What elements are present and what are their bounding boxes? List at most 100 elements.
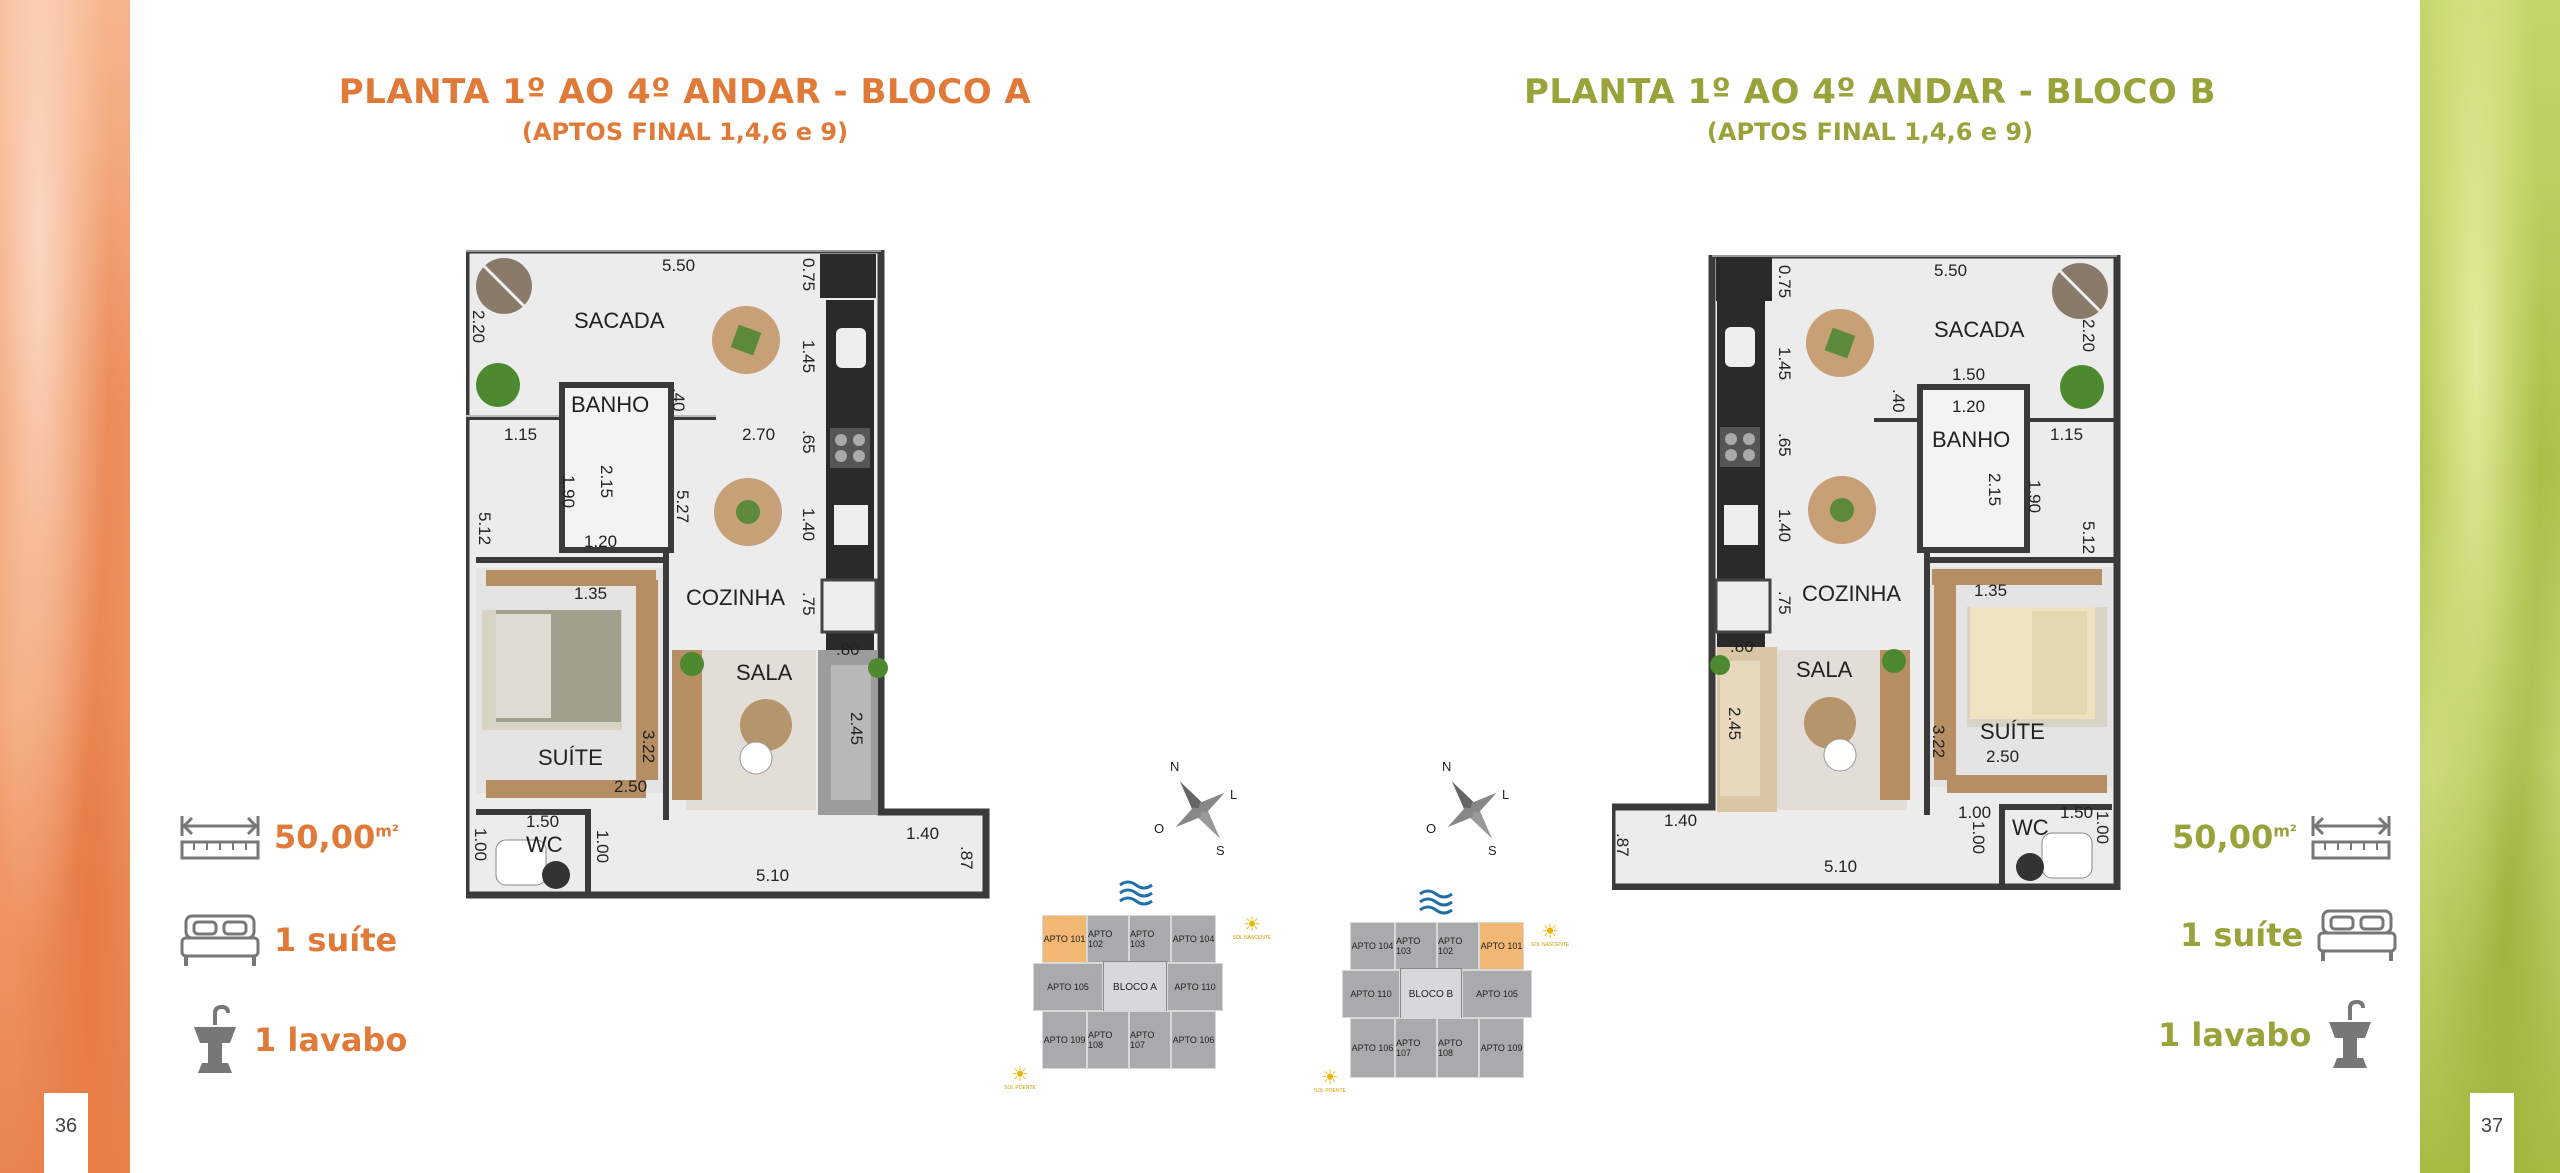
dim-label: 5.50 bbox=[1934, 261, 1968, 280]
apto-cell: APTO 107 bbox=[1395, 1018, 1437, 1078]
sun-icon: ☀ bbox=[1011, 1064, 1029, 1086]
apto-cell: APTO 104 bbox=[1350, 922, 1395, 970]
dim-label: 1.50 bbox=[526, 812, 560, 831]
suite-count: 1 suíte bbox=[274, 921, 398, 959]
sun-marker: ☀ SOL NASCENTE bbox=[1232, 914, 1272, 941]
compass-rose-b: N L O S bbox=[1426, 759, 1512, 858]
dim-label: 1.40 bbox=[1775, 509, 1794, 543]
dim-label: 2.15 bbox=[1985, 473, 2004, 507]
apto-cell: APTO 106 bbox=[1350, 1018, 1395, 1078]
sun-icon: ☀ bbox=[1243, 914, 1261, 936]
sea-waves-icon bbox=[1419, 889, 1453, 915]
apto-cell: APTO 101 bbox=[1479, 922, 1524, 970]
room-sacada: SACADA bbox=[1934, 317, 2025, 342]
dim-label: 2.70 bbox=[742, 425, 776, 444]
dim-label: 1.00 bbox=[593, 830, 612, 864]
lavabo-feature-left: 1 lavabo bbox=[190, 1005, 407, 1075]
room-cozinha: COZINHA bbox=[1802, 581, 1901, 606]
lavabo-count: 1 lavabo bbox=[2158, 1016, 2312, 1054]
dim-label: 0.75 bbox=[799, 258, 818, 292]
site-plan-bloco-a: APTO 101 APTO 102 APTO 103 APTO 104 APTO… bbox=[1000, 875, 1272, 1100]
dim-label: .87 bbox=[1613, 833, 1632, 857]
dim-label: 1.45 bbox=[1775, 347, 1794, 381]
apto-cell: APTO 110 bbox=[1342, 970, 1400, 1018]
compass-icon bbox=[1175, 781, 1225, 839]
dim-label: 3.22 bbox=[639, 730, 658, 764]
dim-label: 1.40 bbox=[906, 824, 940, 843]
apto-cell: APTO 109 bbox=[1042, 1011, 1087, 1069]
page-number-right: 37 bbox=[2470, 1093, 2514, 1173]
room-wc: WC bbox=[2012, 815, 2049, 840]
dim-label: .75 bbox=[1775, 591, 1794, 615]
suite-feature-left: 1 suíte bbox=[180, 910, 397, 970]
floor-plan-drawing bbox=[1612, 255, 2121, 890]
apto-cell: APTO 107 bbox=[1129, 1011, 1171, 1069]
dim-label: .80 bbox=[1730, 637, 1754, 656]
lavabo-feature-right: 1 lavabo bbox=[2158, 1000, 2375, 1070]
dim-label: 1.15 bbox=[504, 425, 538, 444]
apto-cell: APTO 110 bbox=[1167, 963, 1223, 1011]
title-bloco-a: PLANTA 1º AO 4º ANDAR - BLOCO A (APTOS F… bbox=[285, 72, 1085, 146]
dim-label: 1.35 bbox=[1974, 581, 2008, 600]
dim-label: 1.00 bbox=[471, 828, 490, 862]
apto-cell: APTO 103 bbox=[1129, 915, 1171, 963]
room-wc: WC bbox=[526, 832, 563, 857]
floor-plan-bloco-a: SACADA BANHO COZINHA SALA SUÍTE WC 5.50 … bbox=[466, 250, 990, 900]
bloco-center: BLOCO A bbox=[1103, 961, 1167, 1013]
dim-label: .80 bbox=[836, 640, 860, 659]
ruler-icon bbox=[2311, 816, 2391, 860]
dim-label: 1.90 bbox=[559, 475, 578, 509]
area-value: 50,00m² bbox=[2172, 818, 2297, 856]
dim-label: .40 bbox=[1889, 389, 1908, 413]
sea-waves-icon bbox=[1119, 880, 1153, 906]
compass-rose-a: N L O S bbox=[1154, 759, 1240, 858]
apto-cell: APTO 102 bbox=[1087, 915, 1129, 963]
site-plan-bloco-b: APTO 104 APTO 103 APTO 102 APTO 101 APTO… bbox=[1310, 880, 1580, 1105]
dim-label: 3.22 bbox=[1929, 725, 1948, 759]
apto-cell: APTO 105 bbox=[1462, 970, 1532, 1018]
sun-marker: ☀ SOL POENTE bbox=[1000, 1065, 1040, 1091]
compass-icon bbox=[1447, 781, 1497, 839]
dim-label: 5.27 bbox=[673, 490, 692, 524]
dim-label: 5.50 bbox=[662, 256, 696, 275]
dim-label: .65 bbox=[1775, 433, 1794, 457]
page-subtitle: (APTOS FINAL 1,4,6 e 9) bbox=[521, 118, 849, 146]
dim-label: 2.15 bbox=[597, 465, 616, 499]
dim-label: 5.12 bbox=[2079, 521, 2098, 555]
apto-cell: APTO 106 bbox=[1171, 1011, 1216, 1069]
dim-label: 2.50 bbox=[614, 777, 648, 796]
area-value: 50,00m² bbox=[274, 818, 399, 856]
dim-label: 5.10 bbox=[756, 866, 790, 885]
suite-count: 1 suíte bbox=[2180, 916, 2304, 954]
bed-icon bbox=[180, 914, 260, 966]
dim-label: 1.35 bbox=[574, 584, 608, 603]
area-feature-left: 50,00m² bbox=[180, 812, 399, 862]
room-suite: SUÍTE bbox=[538, 745, 603, 770]
dim-label: 1.50 bbox=[1952, 365, 1986, 384]
floor-plan-bloco-b: SACADA BANHO COZINHA SALA SUÍTE WC 5.50 … bbox=[1612, 255, 2122, 890]
suite-feature-right: 1 suíte bbox=[2180, 905, 2397, 965]
sink-icon bbox=[194, 1005, 236, 1073]
room-banho: BANHO bbox=[1932, 427, 2011, 452]
dim-label: 5.10 bbox=[1824, 857, 1858, 876]
dim-label: .65 bbox=[799, 430, 818, 454]
dim-label: .40 bbox=[669, 388, 688, 412]
room-sala: SALA bbox=[736, 660, 793, 685]
page-number-left: 36 bbox=[44, 1093, 88, 1173]
dim-label: 1.00 bbox=[1958, 803, 1992, 822]
dim-label: 2.20 bbox=[469, 310, 488, 344]
room-cozinha: COZINHA bbox=[686, 585, 785, 610]
dim-label: 2.50 bbox=[1986, 747, 2020, 766]
sun-marker: ☀ SOL NASCENTE bbox=[1530, 921, 1570, 948]
dim-label: 0.75 bbox=[1775, 265, 1794, 299]
dim-label: 2.45 bbox=[847, 712, 866, 746]
apto-cell: APTO 108 bbox=[1087, 1011, 1129, 1069]
apto-cell: APTO 109 bbox=[1479, 1018, 1524, 1078]
apto-cell: APTO 108 bbox=[1437, 1018, 1479, 1078]
room-suite: SUÍTE bbox=[1980, 719, 2045, 744]
apto-cell: APTO 102 bbox=[1437, 922, 1479, 970]
dim-label: 1.00 bbox=[2093, 811, 2112, 845]
dim-label: 2.20 bbox=[2079, 319, 2098, 353]
ruler-icon bbox=[180, 816, 260, 860]
room-banho: BANHO bbox=[571, 392, 650, 417]
